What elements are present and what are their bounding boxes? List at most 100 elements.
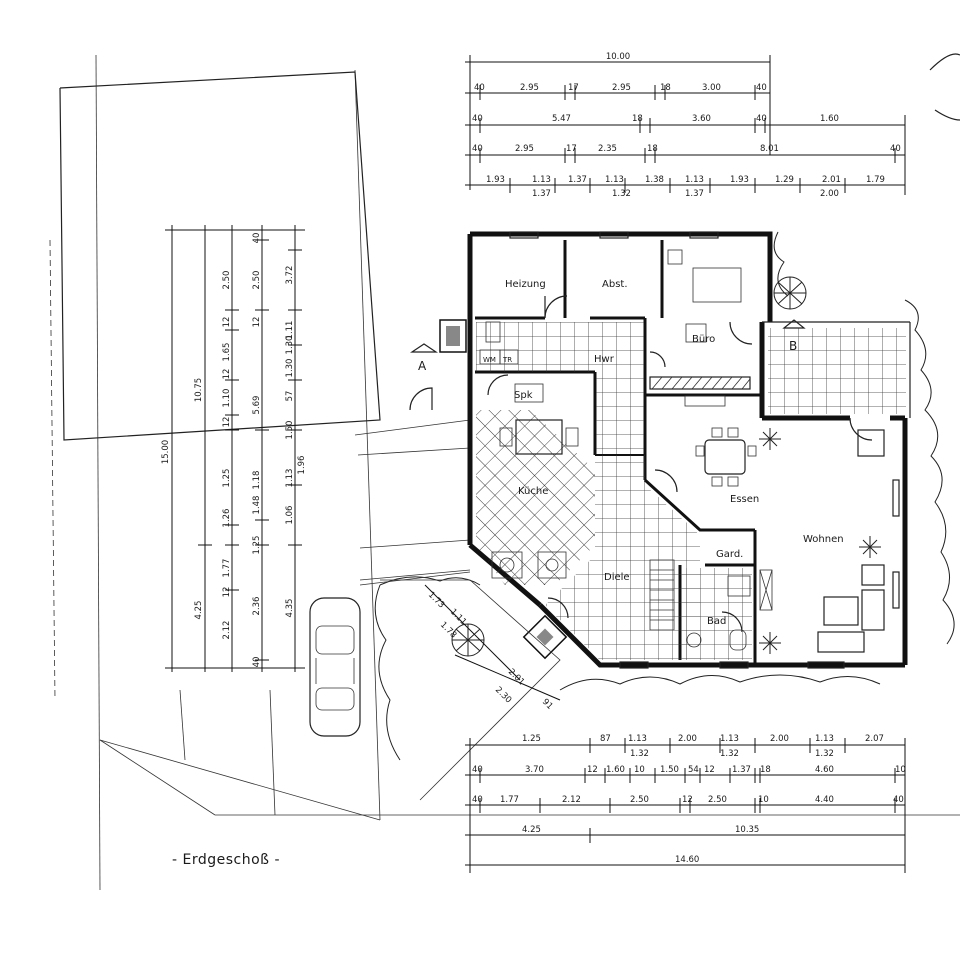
room-label-spk: Spk [514,390,533,401]
dim-label: 1.13 [532,175,551,185]
dim-label: 1.38 [645,175,664,185]
dim-label: 2.30 [493,685,513,705]
dim-label: 1.13 [685,175,704,185]
room-label-wm: WM [483,356,496,364]
dim-label: 2.00 [770,734,789,744]
dim-label: 1.37 [685,189,704,199]
dim-label: 40 [472,114,483,124]
car-icon [309,597,361,737]
room-labels: Heizung Abst. Büro Hwr WM TR Spk Küche D… [418,279,844,627]
dim-label: 2.95 [520,83,539,93]
room-label-kueche: Küche [518,486,548,497]
dim-label: 1.30 [285,359,295,378]
dim-label: 2.95 [612,83,631,93]
counter-hatch [649,376,751,390]
dim-label: 1.48 [252,496,262,515]
dim-label: 1.06 [285,506,295,525]
dim-label: 18 [660,83,671,93]
site-outline [49,54,960,891]
dim-label: 2.35 [598,144,617,154]
dim-label: 91 [540,697,555,712]
dim-label: 12 [682,795,693,805]
garden-outline [359,231,955,801]
dim-label: 2.50 [222,271,232,290]
dim-label: 2.07 [865,734,884,744]
dim-label: 1.77 [222,559,232,578]
dim-label: 1.32 [630,749,649,759]
section-mark-b: B [789,339,797,353]
dim-label: 1.37 [732,765,751,775]
dim-label: 40 [474,83,485,93]
dimensions-left: 15.00 10.75 4.25 2.50 12 1.65 12 1.10 12… [161,225,307,672]
room-label-heizung: Heizung [505,279,546,290]
dim-label: 54 [688,765,699,775]
room-label-abst: Abst. [602,279,628,290]
dim-bottom-overall: 14.60 [675,855,699,865]
dim-label: 1.13 [285,469,295,488]
dim-label: 1.78 [438,620,458,640]
dim-label: 1.25 [222,469,232,488]
room-label-bad: Bad [707,616,726,627]
dim-label: 1.18 [252,471,262,490]
dim-label: 8.01 [760,144,779,154]
dim-label: 2.12 [222,621,232,640]
dim-label: 4.25 [194,601,204,620]
doors [409,295,873,633]
dim-label: 1.37 [532,189,551,199]
dim-label: 12 [222,587,232,598]
dim-label: 17 [568,83,579,93]
room-label-tr: TR [502,356,512,364]
dim-label: 17 [566,144,577,154]
dim-label: 1.93 [486,175,505,185]
dim-label: 4.35 [285,599,295,618]
dim-label: 5.69 [252,396,262,415]
dim-label: 40 [756,114,767,124]
dim-label: 12 [222,369,232,380]
building-walls [467,231,911,668]
section-mark-a: A [418,359,427,373]
dim-label: 1.10 [222,389,232,408]
dim-label: 12 [252,317,262,328]
dimensions-bottom: 1.25 87 1.13 2.00 1.13 2.00 1.13 2.07 1.… [465,734,906,873]
dim-label: 3.70 [525,765,544,775]
dim-label: 1.50 [660,765,679,775]
dim-label: 1.26 [222,509,232,528]
room-label-gard: Gard. [716,549,743,560]
room-label-diele: Diele [604,572,630,583]
dim-label: 4.40 [815,795,834,805]
dim-label: 40 [252,657,262,668]
dim-label: 1.60 [606,765,625,775]
dim-label: 5.47 [552,114,571,124]
dim-label: 4.25 [522,825,541,835]
dim-label: 40 [756,83,767,93]
dim-label: 1.50 [285,421,295,440]
tiled-floors [476,322,906,660]
dim-label: 1.60 [820,114,839,124]
dim-label: 18 [760,765,771,775]
dim-label: 18 [647,144,658,154]
dim-label: 40 [472,765,483,775]
dim-label: 2.95 [515,144,534,154]
dim-label: 3.00 [702,83,721,93]
dim-label: 1.65 [222,343,232,362]
dim-left-overall: 15.00 [161,440,171,464]
dim-label: 1.30 [285,336,295,355]
entrance-markers [410,319,806,660]
dim-label: 1.32 [612,189,631,199]
dim-label: 1.13 [605,175,624,185]
room-label-buero: Büro [692,334,715,345]
plant-icons [451,276,881,657]
dim-label: 40 [252,233,262,244]
dim-label: 1.32 [815,749,834,759]
dim-label: 12 [222,317,232,328]
dim-label: 2.00 [820,189,839,199]
dim-label: 40 [890,144,901,154]
dim-label: 1.73 [426,590,446,610]
dim-label: 12 [222,417,232,428]
dim-label: 1.25 [522,734,541,744]
dim-label: 2.50 [630,795,649,805]
plan-title: - Erdgeschoß - [172,852,280,868]
dim-label: 2.50 [252,271,262,290]
dim-label: 1.25 [252,536,262,555]
